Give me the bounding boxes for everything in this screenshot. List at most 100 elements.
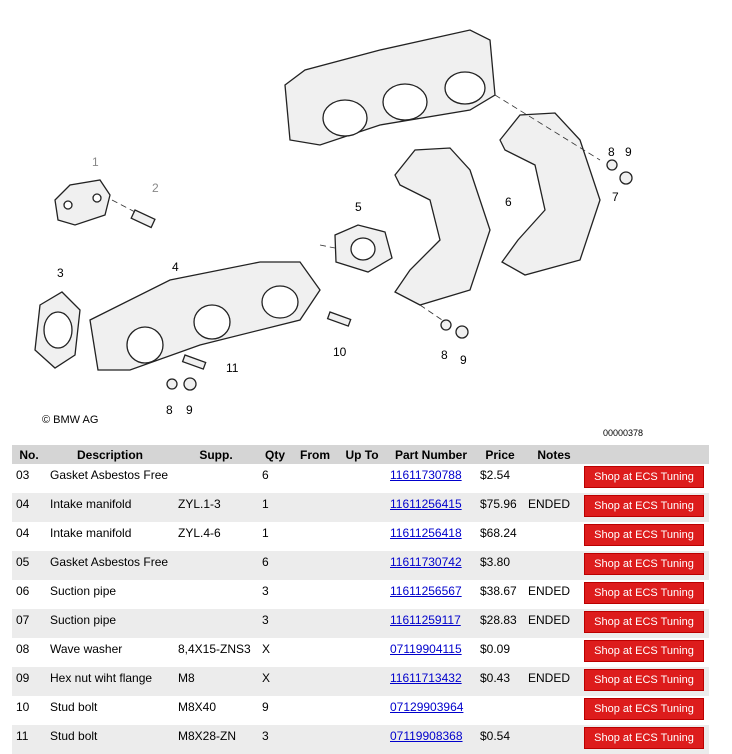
- header-supp: Supp.: [174, 445, 258, 464]
- row-no: 07: [12, 609, 46, 638]
- row-supp: M8X28-ZN: [174, 725, 258, 754]
- part-number-link[interactable]: 07119908368: [390, 729, 463, 743]
- row-qty: 3: [262, 584, 269, 598]
- row-from: [292, 522, 338, 551]
- row-description: Intake manifold: [46, 493, 174, 522]
- part-number-link[interactable]: 11611713432: [390, 671, 462, 685]
- row-upto: [338, 493, 386, 522]
- row-shop: Shop at ECS Tuning: [584, 667, 709, 696]
- row-part-number: 11611256415: [386, 493, 476, 522]
- callout-2: 2: [152, 181, 159, 195]
- row-upto: [338, 522, 386, 551]
- row-part-number: 11611256567: [386, 580, 476, 609]
- row-no: 11: [12, 725, 46, 754]
- row-supp: [174, 464, 258, 493]
- row-from: [292, 725, 338, 754]
- row-notes: [524, 725, 584, 754]
- row-price: $0.43: [476, 667, 524, 696]
- callout-11: 11: [226, 361, 239, 375]
- row-description: Hex nut wiht flange: [46, 667, 174, 696]
- row-no: 06: [16, 584, 30, 598]
- shop-ecs-button[interactable]: Shop at ECS Tuning: [584, 611, 704, 633]
- part-number-link[interactable]: 07129903964: [390, 700, 464, 714]
- row-no: 08: [16, 642, 30, 656]
- row-description: Wave washer: [50, 642, 123, 656]
- row-upto: [338, 667, 386, 696]
- row-qty: 3: [258, 609, 292, 638]
- shop-ecs-button[interactable]: Shop at ECS Tuning: [584, 727, 704, 749]
- row-supp: M8: [174, 667, 258, 696]
- row-no: 03: [16, 468, 30, 482]
- table-header: No. Description Supp. Qty From Up To Par…: [12, 445, 709, 464]
- part-number-link[interactable]: 11611256415: [390, 497, 462, 511]
- row-no: 04: [16, 526, 30, 540]
- shop-ecs-button[interactable]: Shop at ECS Tuning: [584, 640, 704, 662]
- shop-ecs-button[interactable]: Shop at ECS Tuning: [584, 524, 704, 546]
- row-notes: ENDED: [524, 609, 584, 638]
- row-upto: [338, 580, 386, 609]
- header-part-number: Part Number: [386, 445, 476, 464]
- row-from: [292, 493, 338, 522]
- row-from: [292, 638, 338, 667]
- header-from: From: [292, 445, 338, 464]
- row-part-number: 07129903964: [386, 696, 476, 725]
- callout-6: 6: [505, 195, 512, 209]
- row-upto: [338, 609, 386, 638]
- row-price: $0.09: [480, 642, 511, 656]
- row-price: $75.96: [476, 493, 524, 522]
- callout-7: 7: [612, 190, 619, 204]
- row-part-number: 11611730742: [386, 551, 476, 580]
- header-shop: [584, 445, 709, 464]
- row-description: Gasket Asbestos Free: [50, 468, 169, 482]
- part-number-link[interactable]: 11611256567: [390, 584, 462, 598]
- row-from: [292, 667, 338, 696]
- row-shop: Shop at ECS Tuning: [584, 493, 709, 522]
- part-number-link[interactable]: 11611259117: [390, 613, 461, 627]
- row-part-number: 07119904115: [386, 638, 476, 667]
- shop-ecs-button[interactable]: Shop at ECS Tuning: [584, 466, 704, 488]
- header-no: No.: [12, 445, 46, 464]
- row-description: Suction pipe: [50, 584, 117, 598]
- row-from: [292, 609, 338, 638]
- part-number-link[interactable]: 11611730742: [390, 555, 462, 569]
- row-no: 04: [12, 493, 46, 522]
- row-part-number: 11611713432: [386, 667, 476, 696]
- part-number-link[interactable]: 11611256418: [390, 526, 462, 540]
- callout-8: 8: [608, 145, 615, 159]
- header-price: Price: [476, 445, 524, 464]
- row-supp: ZYL.1-3: [174, 493, 258, 522]
- shop-ecs-button[interactable]: Shop at ECS Tuning: [584, 495, 704, 517]
- row-shop: Shop at ECS Tuning: [584, 580, 709, 609]
- callout-10: 10: [333, 345, 347, 359]
- callout-4: 4: [172, 260, 179, 274]
- copyright-label: © BMW AG: [42, 414, 99, 426]
- shop-ecs-button[interactable]: Shop at ECS Tuning: [584, 669, 704, 691]
- callout-8: 8: [166, 403, 173, 417]
- row-price: $3.80: [476, 551, 524, 580]
- diagram-id: 00000378: [603, 428, 644, 438]
- row-part-number: 11611259117: [386, 609, 476, 638]
- row-shop: Shop at ECS Tuning: [584, 725, 709, 754]
- row-qty: X: [262, 642, 271, 656]
- row-supp: [174, 609, 258, 638]
- header-qty: Qty: [258, 445, 292, 464]
- row-notes: [524, 551, 584, 580]
- row-upto: [338, 725, 386, 754]
- shop-ecs-button[interactable]: Shop at ECS Tuning: [584, 698, 704, 720]
- shop-ecs-button[interactable]: Shop at ECS Tuning: [584, 582, 704, 604]
- part-number-link[interactable]: 07119904115: [390, 642, 462, 656]
- part-number-link[interactable]: 11611730788: [390, 468, 462, 482]
- row-notes: [524, 522, 584, 551]
- header-notes: Notes: [524, 445, 584, 464]
- row-part-number: 11611256418: [386, 522, 476, 551]
- row-upto: [338, 551, 386, 580]
- row-price: $68.24: [480, 526, 517, 540]
- shop-ecs-button[interactable]: Shop at ECS Tuning: [584, 553, 704, 575]
- row-upto: [338, 638, 386, 667]
